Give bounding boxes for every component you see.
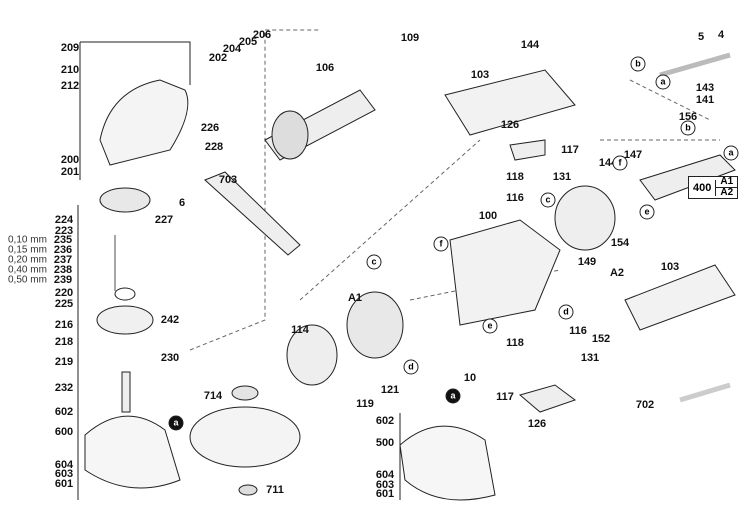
part-label: A2 (609, 267, 625, 279)
callout-c: c (366, 254, 382, 270)
callout-d: d (558, 304, 574, 320)
callout-a: a (445, 388, 461, 404)
part-label: 116 (506, 192, 524, 204)
part-label: 103 (660, 261, 680, 273)
part-label: 711 (266, 484, 284, 496)
part-label: 224 (54, 214, 74, 226)
part-label: 141 (695, 94, 715, 106)
part-label: 116 (569, 325, 587, 337)
part-label: 126 (527, 418, 547, 430)
part-label: 10 (463, 372, 477, 384)
part-label: 149 (577, 256, 597, 268)
part-label: 143 (695, 82, 715, 94)
callout-a: a (655, 74, 671, 90)
part-label: 5 (697, 31, 705, 43)
callout-f: f (612, 155, 628, 171)
part-label: 236 (53, 244, 73, 256)
callout-a: a (723, 145, 739, 161)
part-label: 103 (470, 69, 490, 81)
callout-e: e (482, 318, 498, 334)
part-label: 219 (54, 356, 74, 368)
callout-b: b (630, 56, 646, 72)
part-label: 106 (315, 62, 335, 74)
part-label: 212 (60, 80, 80, 92)
part-label: 109 (400, 32, 420, 44)
shim-thickness: 0,20 mm (8, 254, 47, 266)
part-label: 118 (506, 171, 524, 183)
part-label: 714 (203, 390, 223, 402)
part-label: 131 (552, 171, 572, 183)
part-label: 216 (54, 319, 74, 331)
part-label: 220 (54, 287, 74, 299)
part-label: 603 (54, 468, 74, 480)
part-label: 702 (635, 399, 655, 411)
shim-thickness: 0,40 mm (8, 264, 47, 276)
part-label: 604 (375, 469, 395, 481)
part-label: A1 (347, 292, 363, 304)
part-label: 6 (178, 197, 186, 209)
part-label: 226 (200, 122, 220, 134)
shim-thickness: 0,15 mm (8, 244, 47, 256)
part-label: 218 (54, 336, 74, 348)
part-label: 223 (54, 225, 74, 237)
part-label: 601 (375, 488, 395, 500)
shim-thickness: 0,10 mm (8, 234, 47, 246)
part-label: 121 (380, 384, 400, 396)
variant-a1: A1 (716, 177, 738, 188)
part-label: 603 (375, 479, 395, 491)
part-label: 206 (252, 29, 272, 41)
part-label: 227 (154, 214, 174, 226)
part-label: 117 (561, 144, 579, 156)
part-label: 210 (60, 64, 80, 76)
assembly-number: 400 (689, 179, 717, 196)
callout-b: b (680, 120, 696, 136)
part-label: 703 (218, 174, 238, 186)
part-label: 118 (506, 337, 524, 349)
switch-assembly-box: 400 A1 A2 (688, 176, 739, 199)
part-label: 602 (375, 415, 395, 427)
callout-d: d (403, 359, 419, 375)
part-label: 100 (478, 210, 498, 222)
part-label: 154 (610, 237, 630, 249)
part-label: 202 (208, 52, 228, 64)
part-label: 237 (53, 254, 73, 266)
part-label: 242 (160, 314, 180, 326)
part-label: 147 (623, 149, 643, 161)
callout-e: e (639, 204, 655, 220)
part-label: 201 (60, 166, 80, 178)
part-label: 239 (53, 274, 73, 286)
part-label: 602 (54, 406, 74, 418)
part-label: 238 (53, 264, 73, 276)
part-label: 225 (54, 298, 74, 310)
part-label: 131 (580, 352, 600, 364)
part-label: 500 (375, 437, 395, 449)
callout-c: c (540, 192, 556, 208)
part-label: 126 (500, 119, 520, 131)
shim-thickness: 0,50 mm (8, 274, 47, 286)
part-label: 600 (54, 426, 74, 438)
part-label: 152 (591, 333, 611, 345)
part-label: 200 (60, 154, 80, 166)
part-label: 228 (204, 141, 224, 153)
callout-f: f (433, 236, 449, 252)
part-label: 235 (53, 234, 73, 246)
part-label: 601 (54, 478, 74, 490)
part-label: 4 (717, 29, 725, 41)
variant-a2: A2 (720, 187, 734, 198)
part-label: 144 (520, 39, 540, 51)
part-label: 114 (291, 324, 309, 336)
part-label: 204 (222, 43, 242, 55)
part-label: 230 (160, 352, 180, 364)
part-label: 119 (356, 398, 374, 410)
part-label: 156 (678, 111, 698, 123)
part-label: 209 (60, 42, 80, 54)
part-label: 232 (54, 382, 74, 394)
part-label: 604 (54, 459, 74, 471)
part-label: 117 (496, 391, 514, 403)
callout-a: a (168, 415, 184, 431)
part-label: 205 (238, 36, 258, 48)
